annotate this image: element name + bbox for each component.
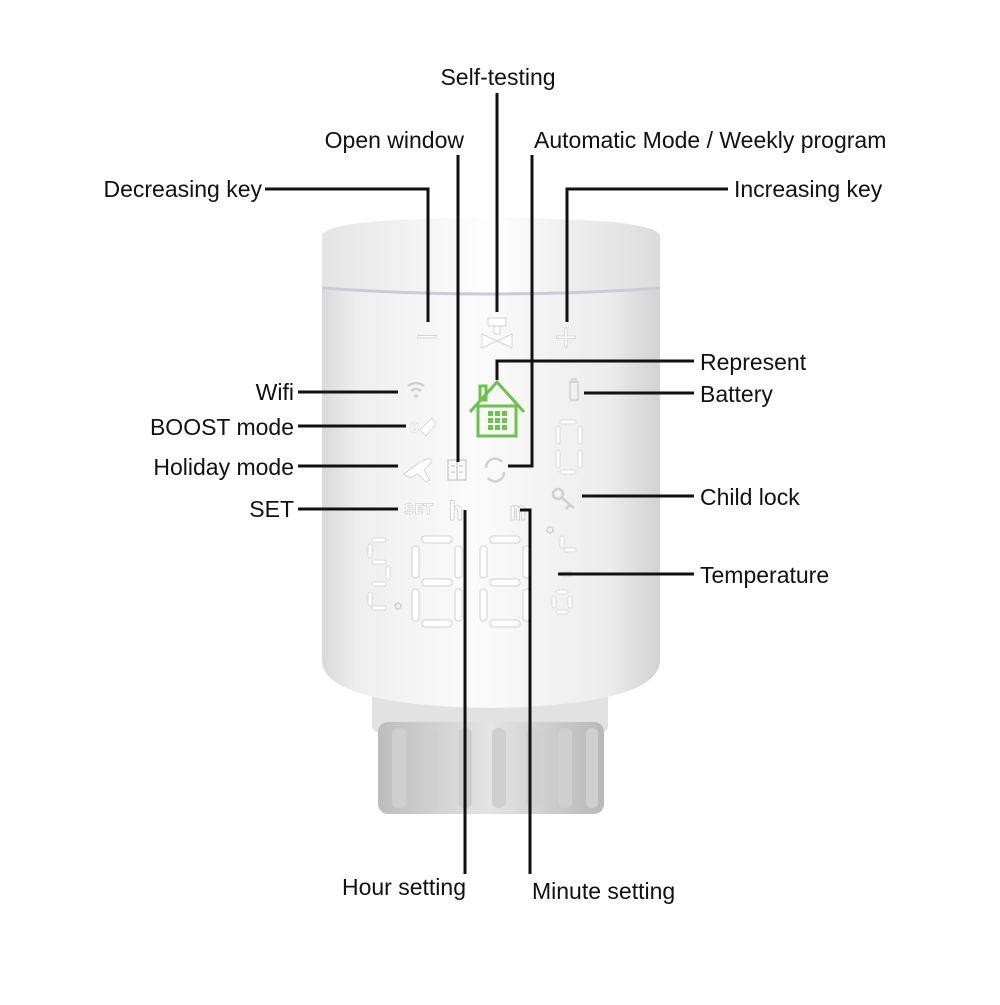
label-wifi: Wifi <box>255 379 294 405</box>
label-temperature: Temperature <box>700 562 830 588</box>
minus-key-icon[interactable]: − <box>414 319 440 355</box>
label-open-window: Open window <box>324 127 464 153</box>
set-icon-text: SET <box>404 502 434 518</box>
label-increasing-key: Increasing key <box>734 176 883 202</box>
label-hour-setting: Hour setting <box>341 874 466 900</box>
label-minute-setting: Minute setting <box>532 878 676 904</box>
plus-key-icon[interactable]: + <box>553 320 579 356</box>
label-decreasing-key: Decreasing key <box>103 176 262 202</box>
right-digit <box>555 419 583 475</box>
minute-glyph: m <box>510 497 526 527</box>
label-set: SET <box>249 496 294 522</box>
label-battery: Battery <box>700 381 773 407</box>
cap-seam <box>321 286 661 296</box>
leader-decreasing-key <box>265 187 430 322</box>
leader-increasing-key <box>565 187 728 322</box>
label-automatic-mode: Automatic Mode / Weekly program <box>534 127 887 153</box>
key-icon <box>551 487 575 510</box>
battery-icon <box>569 378 579 401</box>
label-represent: Represent <box>700 349 807 375</box>
leader-minute-setting <box>520 508 532 874</box>
leader-represent <box>495 359 694 380</box>
device-body <box>322 290 660 708</box>
device-cap <box>322 218 660 295</box>
label-child-lock: Child lock <box>700 484 800 510</box>
valve-icon <box>481 317 513 349</box>
label-holiday-mode: Holiday mode <box>153 454 294 480</box>
display-panel: − + <box>367 317 583 628</box>
airplane-icon <box>403 457 433 483</box>
label-self-testing: Self-testing <box>440 64 556 90</box>
leader-automatic-mode <box>508 155 534 468</box>
label-boost-mode: BOOST mode <box>149 414 294 440</box>
leader-lines <box>265 93 728 874</box>
left-small-digits <box>367 537 402 611</box>
boost-icon: B <box>410 417 437 437</box>
hour-glyph: h <box>448 497 464 527</box>
main-digits <box>411 535 531 628</box>
auto-mode-icon <box>484 457 506 483</box>
knob-collar <box>372 690 608 814</box>
svg-text:B: B <box>410 421 419 435</box>
wifi-icon <box>407 381 425 398</box>
home-icon <box>468 379 526 438</box>
